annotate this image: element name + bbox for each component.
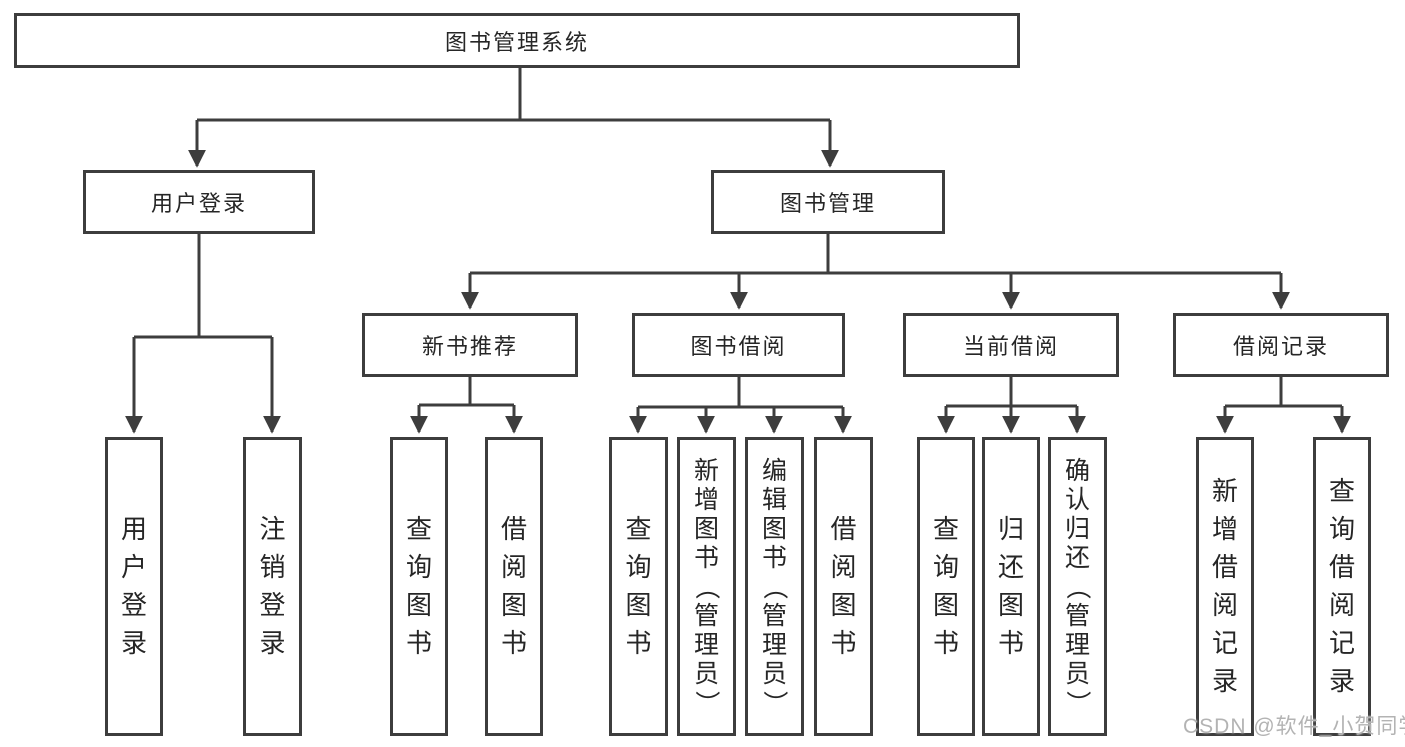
- node-new-book-recommend: 新书推荐: [362, 313, 578, 377]
- node-user-login: 用户登录: [83, 170, 315, 234]
- leaf-query-borrow-record: 查询借阅记录: [1313, 437, 1371, 736]
- leaf-query-books-borrow: 查询图书: [609, 437, 668, 736]
- node-book-management: 图书管理: [711, 170, 945, 234]
- node-current-borrow: 当前借阅: [903, 313, 1119, 377]
- leaf-user-login: 用户登录: [105, 437, 163, 736]
- leaf-return-books: 归还图书: [982, 437, 1040, 736]
- leaf-borrow-books: 借阅图书: [814, 437, 873, 736]
- leaf-query-books-current: 查询图书: [917, 437, 975, 736]
- leaf-logout-login: 注销登录: [243, 437, 302, 736]
- leaf-confirm-return-admin: 确认归还（管理员）: [1048, 437, 1107, 736]
- leaf-query-books-recommend: 查询图书: [390, 437, 448, 736]
- node-book-borrow: 图书借阅: [632, 313, 845, 377]
- node-borrow-records: 借阅记录: [1173, 313, 1389, 377]
- leaf-add-books-admin: 新增图书（管理员）: [677, 437, 736, 736]
- csdn-watermark: CSDN @软件_小贺同学: [1183, 715, 1405, 738]
- connector-lines: [134, 68, 1342, 409]
- leaf-edit-books-admin: 编辑图书（管理员）: [745, 437, 804, 736]
- connector-arrows: [125, 120, 1351, 434]
- leaf-add-borrow-record: 新增借阅记录: [1196, 437, 1254, 736]
- node-root: 图书管理系统: [14, 13, 1020, 68]
- leaf-borrow-books-recommend: 借阅图书: [485, 437, 543, 736]
